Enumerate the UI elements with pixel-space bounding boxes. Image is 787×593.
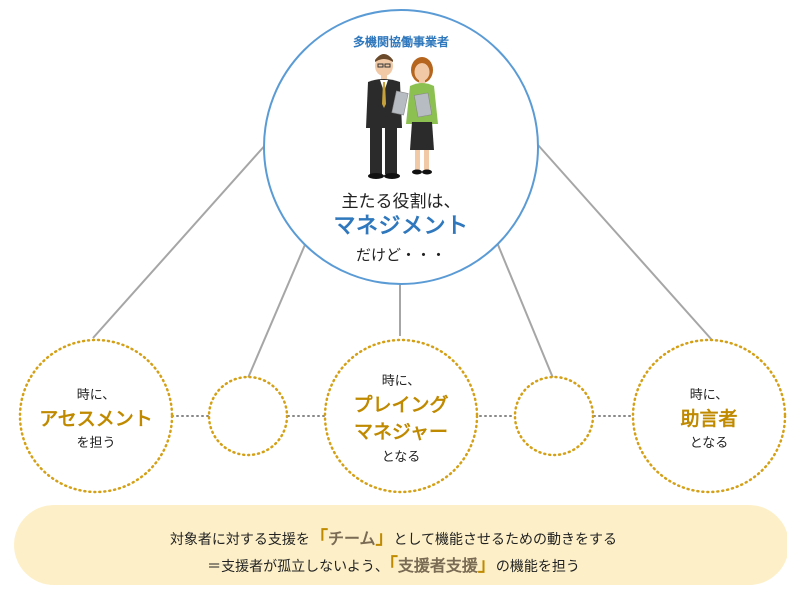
banner-line2-close-bracket: 」 — [477, 555, 496, 576]
connector-line-right-mid — [495, 239, 554, 379]
right-role-prefix: 時に、 — [689, 388, 729, 403]
right-role-suffix: となる — [689, 436, 729, 451]
summary-banner — [14, 505, 787, 585]
banner-line1-pre: 対象者に対する支援を — [169, 532, 310, 548]
banner-line2-open-bracket: 「 — [388, 555, 398, 576]
banner-line1-post: として機能させるための動きをする — [393, 532, 618, 548]
banner-line1-emphasis: チーム — [327, 529, 376, 548]
woman-figure — [406, 57, 438, 175]
top-circle — [263, 9, 539, 285]
banner-line2-post: の機能を担う — [495, 559, 580, 575]
left-role-prefix: 時に、 — [76, 388, 116, 403]
role-circle-right — [631, 338, 787, 494]
banner-line1-open-bracket: 「 — [309, 528, 328, 549]
left-role-keyword: アセスメント — [39, 408, 153, 430]
banner-line2-emphasis: 支援者支援 — [397, 556, 478, 575]
center-role-keyword-2: マネジャー — [353, 421, 449, 443]
center-role-keyword-1: プレイング — [353, 394, 449, 416]
connector-line-right — [537, 144, 713, 341]
empty-circle-2 — [513, 375, 595, 457]
empty-circle-1 — [207, 375, 289, 457]
banner-line1-close-bracket: 」 — [375, 528, 394, 549]
center-role-suffix: となる — [381, 450, 421, 465]
people-illustration — [366, 54, 438, 179]
man-figure — [366, 54, 409, 179]
role-circle-center — [323, 338, 479, 494]
role-statement-line1: 主たる役割は、 — [341, 192, 461, 212]
banner-line-1: 対象者に対する支援を「チーム」として機能させるための動きをする — [0, 524, 787, 550]
left-role-suffix: を担う — [76, 436, 116, 451]
top-heading: 多機関協働事業者 — [352, 35, 449, 49]
right-role-keyword: 助言者 — [680, 408, 738, 430]
banner-line2-pre: ＝支援者が孤立しないよう、 — [207, 559, 389, 575]
role-circle-left — [18, 338, 174, 494]
center-role-prefix: 時に、 — [381, 374, 421, 389]
connector-line-left-mid — [247, 239, 308, 379]
connector-line-left — [92, 141, 269, 339]
role-statement-line3: だけど・・・ — [355, 246, 446, 264]
role-statement-keyword: マネジメント — [333, 214, 469, 239]
banner-line-2: ＝支援者が孤立しないよう、「支援者支援」の機能を担う — [0, 551, 787, 577]
